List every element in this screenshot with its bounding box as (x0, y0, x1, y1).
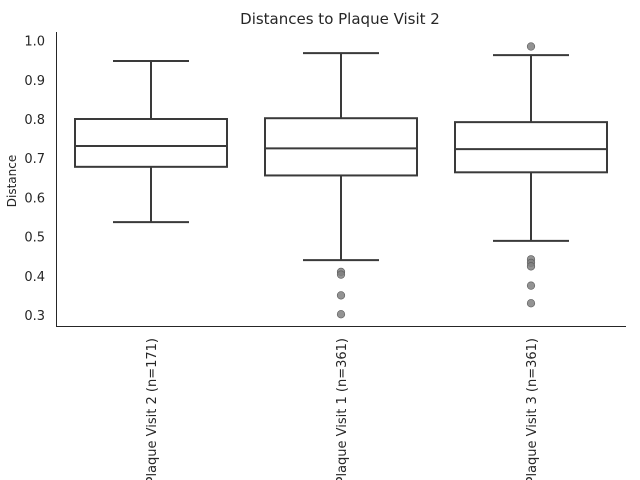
outlier-point (526, 299, 536, 308)
box-group (264, 52, 418, 319)
outlier-point (526, 281, 536, 290)
box-iqr (454, 121, 608, 174)
x-category-label: Plaque Visit 1 (n=361) (335, 338, 350, 480)
chart-title: Distances to Plaque Visit 2 (240, 10, 440, 28)
box-group (74, 59, 228, 224)
x-category-label: Plaque Visit 3 (n=361) (525, 338, 540, 480)
y-tick-label: 0.5 (24, 231, 45, 246)
y-axis-label: Distance (5, 155, 19, 207)
outlier-point (336, 310, 346, 319)
outlier-point (526, 42, 536, 51)
y-tick-label: 0.8 (24, 113, 45, 128)
y-tick-label: 0.4 (24, 270, 45, 285)
outlier-point (336, 291, 346, 300)
outlier-point (336, 270, 346, 279)
y-tick-label: 0.7 (24, 152, 45, 167)
y-tick-label: 1.0 (24, 35, 45, 50)
x-category-label: Plaque Visit 2 (n=171) (145, 338, 160, 480)
y-tick-label: 0.9 (24, 74, 45, 89)
box-group (454, 42, 608, 308)
outlier-point (526, 262, 536, 271)
box-iqr (74, 118, 228, 168)
y-tick-label: 0.3 (24, 309, 45, 324)
box-iqr (264, 117, 418, 177)
y-tick-label: 0.6 (24, 191, 45, 206)
